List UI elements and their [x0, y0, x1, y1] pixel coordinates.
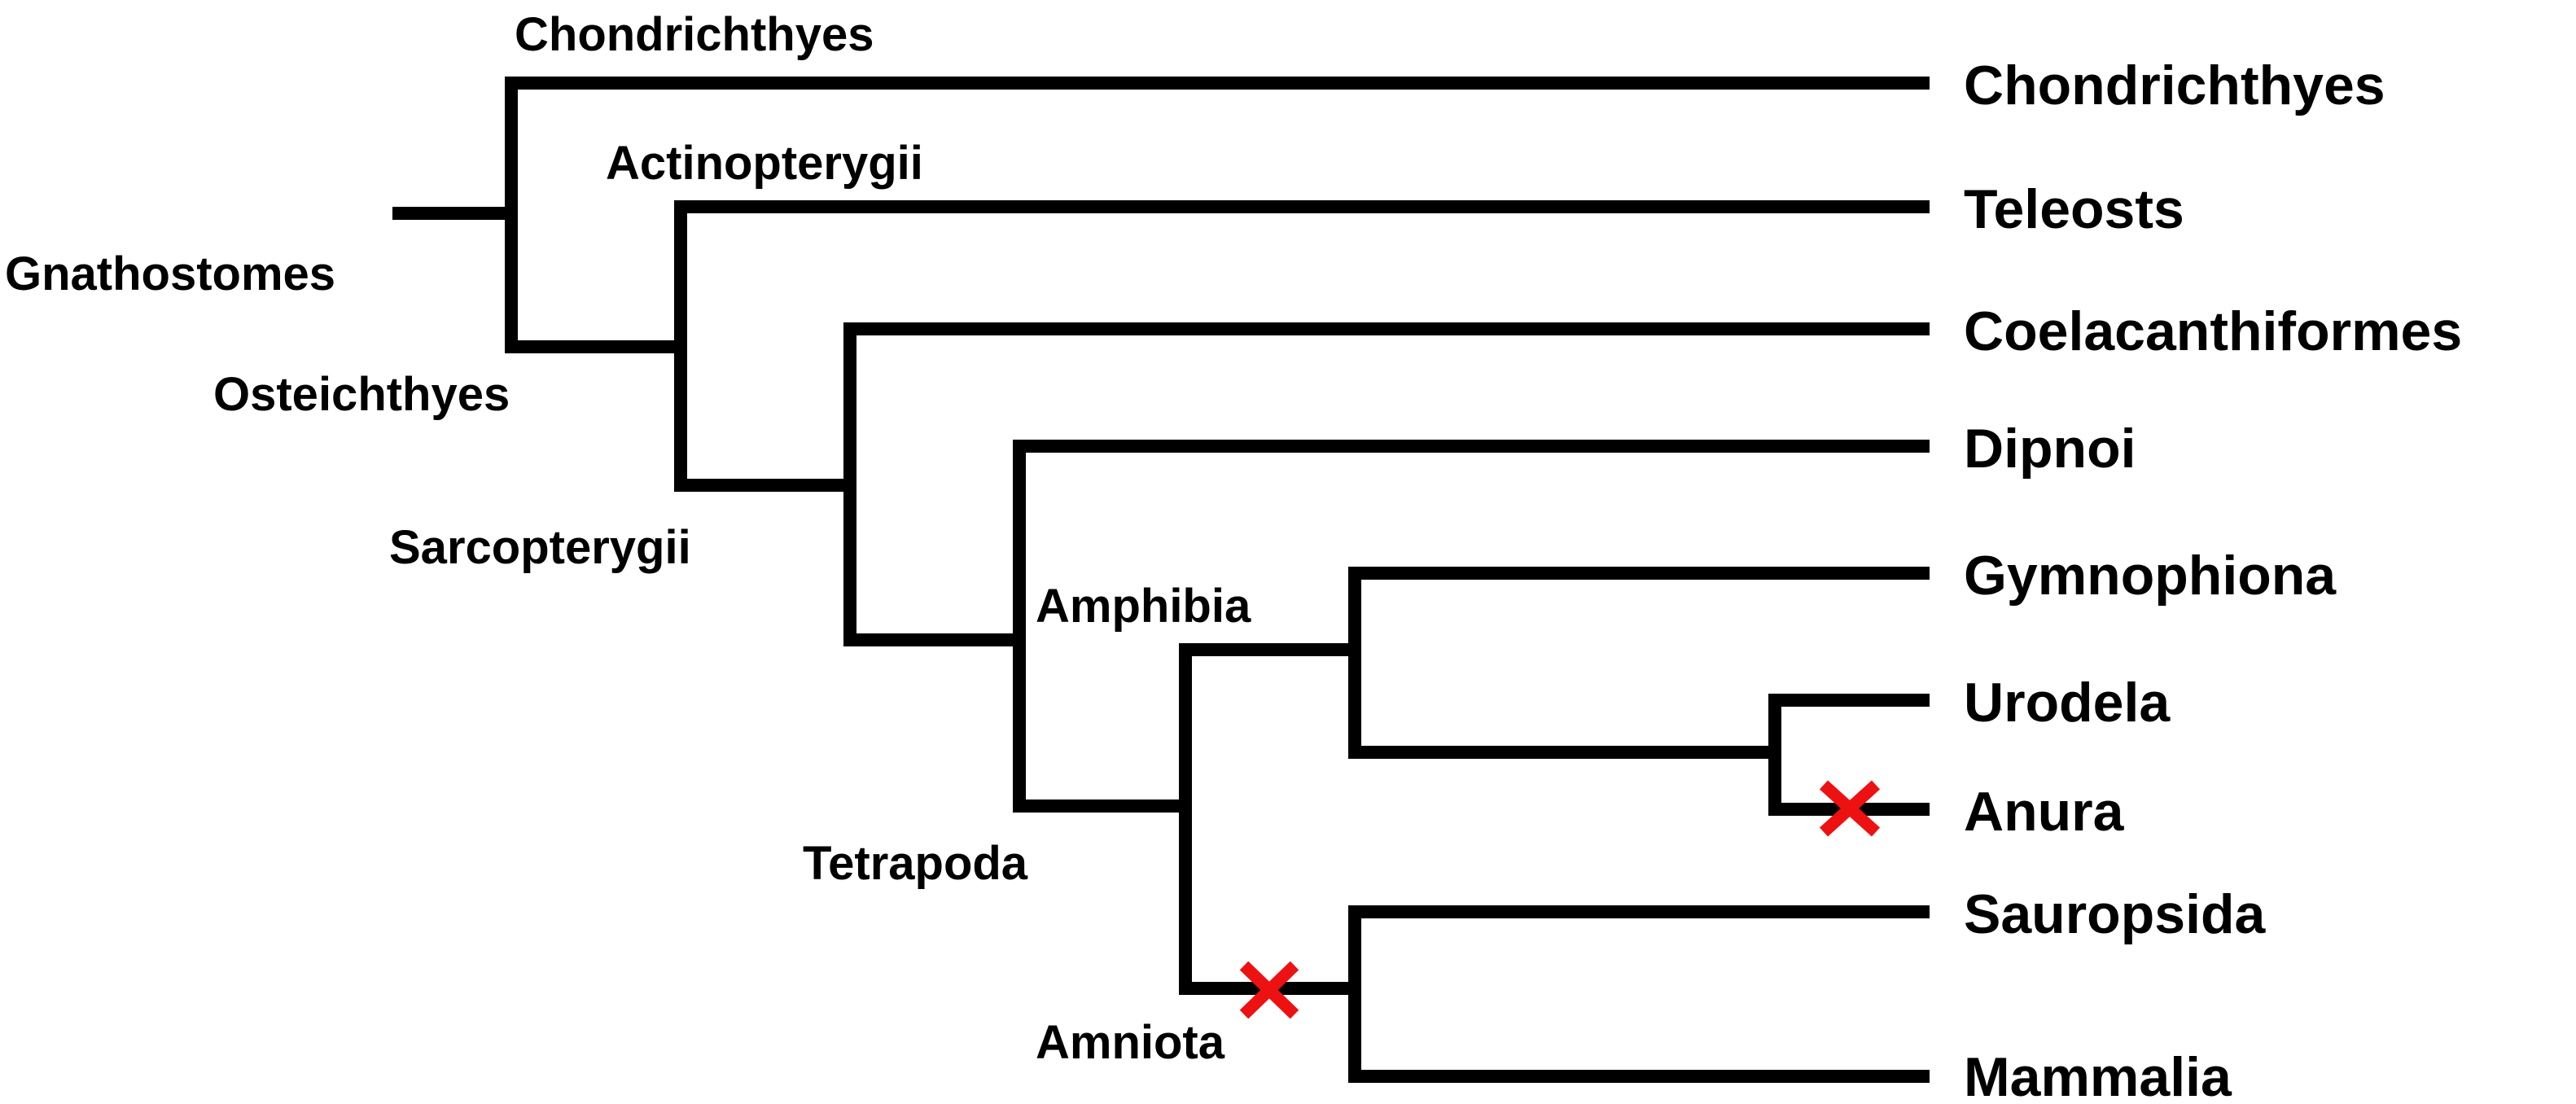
label-gnathostomes: Gnathostomes: [5, 248, 335, 300]
tip-label-anura: Anura: [1964, 781, 2125, 843]
cross-stroke-b: [1819, 780, 1881, 837]
tip-label-dipnoi: Dipnoi: [1964, 418, 2136, 480]
loss-marker-anura-cross-icon: [1819, 780, 1881, 837]
tip-label-mammalia: Mammalia: [1964, 1046, 2232, 1104]
cross-stroke-b: [1239, 961, 1299, 1019]
label-tetrapoda: Tetrapoda: [803, 837, 1028, 890]
tip-label-teleosts: Teleosts: [1964, 178, 2184, 240]
loss-marker-amniota-cross-icon: [1239, 961, 1299, 1019]
label-sarcopterygii: Sarcopterygii: [389, 521, 691, 574]
tip-label-sauropsida: Sauropsida: [1964, 883, 2266, 945]
tip-label-coelacanthiformes: Coelacanthiformes: [1964, 300, 2462, 362]
label-amniota: Amniota: [1036, 1016, 1225, 1069]
label-amphibia: Amphibia: [1036, 580, 1251, 633]
loss-markers: [1239, 780, 1881, 1019]
tip-labels: Chondrichthyes Teleosts Coelacanthiforme…: [1964, 55, 2462, 1104]
label-chondrichthyes-clade: Chondrichthyes: [515, 8, 874, 61]
tip-label-urodela: Urodela: [1964, 672, 2171, 734]
tip-label-chondrichthyes: Chondrichthyes: [1964, 55, 2385, 116]
label-actinopterygii: Actinopterygii: [606, 137, 923, 190]
internal-labels: Chondrichthyes Gnathostomes Actinopteryg…: [5, 8, 1251, 1069]
label-osteichthyes: Osteichthyes: [213, 368, 510, 421]
tip-label-gymnophiona: Gymnophiona: [1964, 545, 2337, 607]
tree-branches: [392, 77, 1930, 1083]
